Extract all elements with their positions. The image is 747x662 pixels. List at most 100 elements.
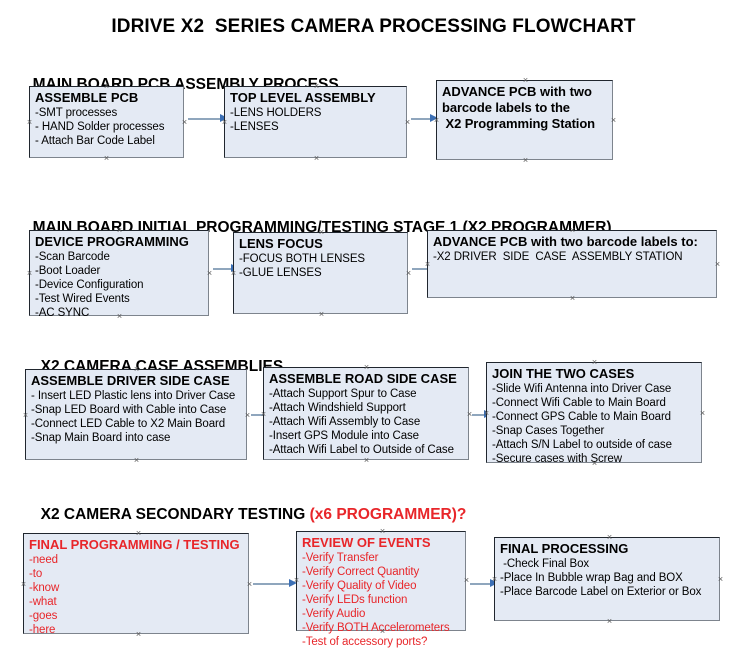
- box-title: FINAL PROCESSING: [500, 541, 629, 556]
- flow-box-device-programming[interactable]: DEVICE PROGRAMMING -Scan Barcode -Boot L…: [29, 230, 209, 319]
- box-title: ASSEMBLE PCB: [35, 90, 139, 105]
- flow-box-lens-focus[interactable]: LENS FOCUS -FOCUS BOTH LENSES -GLUE LENS…: [233, 232, 408, 314]
- connection-handle-right[interactable]: [609, 116, 618, 125]
- box-line: -Snap Cases Together: [492, 425, 605, 437]
- box-line: -AC SYNC: [35, 307, 90, 319]
- box-line: -Attach S/N Label to outside of case: [492, 439, 672, 451]
- connection-handle-bottom[interactable]: [115, 312, 124, 321]
- connection-handle-right[interactable]: [716, 575, 725, 584]
- flow-box-final-programming-testing[interactable]: FINAL PROGRAMMING / TESTING -need -to -k…: [23, 533, 249, 636]
- connection-handle-left[interactable]: [259, 410, 268, 419]
- section-heading-4: X2 CAMERA SECONDARY TESTING (x6 PROGRAMM…: [32, 488, 467, 524]
- connection-handle-top[interactable]: [521, 76, 530, 85]
- connection-handle-bottom[interactable]: [590, 459, 599, 468]
- box-line-overflow: -Test of accessory ports?: [302, 636, 428, 648]
- connection-handle-top[interactable]: [102, 82, 111, 91]
- connection-handle-bottom[interactable]: [102, 154, 111, 163]
- connection-handle-left[interactable]: [423, 260, 432, 269]
- connection-handle-top[interactable]: [132, 365, 141, 374]
- flow-box-final-processing[interactable]: FINAL PROCESSING -Check Final Box -Place…: [494, 537, 720, 621]
- connection-handle-bottom[interactable]: [605, 617, 614, 626]
- box-line: -Check Final Box: [500, 558, 590, 570]
- connection-handle-top[interactable]: [590, 358, 599, 367]
- connection-handle-left[interactable]: [482, 409, 491, 418]
- box-line: -Connect GPS Cable to Main Board: [492, 411, 671, 423]
- box-line: -know: [29, 582, 60, 594]
- box-line: -Verify BOTH Accelerometers: [302, 622, 450, 634]
- box-line: -Place In Bubble wrap Bag and BOX: [500, 572, 683, 584]
- box-line: -LENSES: [230, 121, 279, 133]
- connection-handle-bottom[interactable]: [521, 156, 530, 165]
- connector-arrow-4a: [253, 579, 297, 588]
- connection-handle-top[interactable]: [362, 363, 371, 372]
- box-line: -Verify Audio: [302, 608, 366, 620]
- connection-handle-top[interactable]: [317, 228, 326, 237]
- flow-box-advance-pcb-1[interactable]: ADVANCE PCB with two barcode labels to t…: [436, 80, 613, 160]
- page-title: IDRIVE X2 SERIES CAMERA PROCESSING FLOWC…: [111, 16, 636, 37]
- arrow-shaft: [470, 583, 491, 585]
- connection-handle-bottom[interactable]: [378, 627, 387, 636]
- connection-handle-top[interactable]: [568, 226, 577, 235]
- box-line: -LENS HOLDERS: [230, 107, 322, 119]
- box-line: -Verify Quality of Video: [302, 580, 417, 592]
- flow-box-assemble-road-side-case[interactable]: ASSEMBLE ROAD SIDE CASE -Attach Support …: [263, 367, 469, 460]
- arrow-shaft: [188, 118, 221, 120]
- box-line: -Verify Correct Quantity: [302, 566, 420, 578]
- connection-handle-top[interactable]: [312, 82, 321, 91]
- connection-handle-left[interactable]: [292, 576, 301, 585]
- connection-handle-top[interactable]: [134, 529, 143, 538]
- box-line: -Insert GPS Module into Case: [269, 430, 419, 442]
- box-title: ASSEMBLE ROAD SIDE CASE: [269, 371, 457, 386]
- connection-handle-top[interactable]: [378, 527, 387, 536]
- connection-handle-left[interactable]: [19, 580, 28, 589]
- connection-handle-left[interactable]: [21, 411, 30, 420]
- arrow-shaft: [251, 414, 264, 416]
- box-line: -need: [29, 554, 58, 566]
- box-line: - HAND Solder processes: [35, 121, 165, 133]
- box-line: X2 Programming Station: [442, 116, 596, 131]
- connection-handle-left[interactable]: [220, 118, 229, 127]
- flow-box-review-of-events[interactable]: REVIEW OF EVENTS -Verify Transfer -Verif…: [296, 531, 466, 648]
- arrow-shaft: [253, 583, 290, 585]
- box-title: ADVANCE PCB with two: [442, 84, 592, 99]
- connection-handle-bottom[interactable]: [134, 630, 143, 639]
- box-title: TOP LEVEL ASSEMBLY: [230, 90, 376, 105]
- box-line: -goes: [29, 610, 58, 622]
- connection-handle-right[interactable]: [713, 260, 722, 269]
- flow-box-top-level-assembly[interactable]: TOP LEVEL ASSEMBLY -LENS HOLDERS -LENSES: [224, 86, 407, 158]
- connection-handle-right[interactable]: [698, 409, 707, 418]
- box-title: REVIEW OF EVENTS: [302, 535, 431, 550]
- flow-box-advance-pcb-2[interactable]: ADVANCE PCB with two barcode labels to: …: [427, 230, 717, 298]
- box-line: -Attach Support Spur to Case: [269, 388, 417, 400]
- box-line: - Insert LED Plastic lens into Driver Ca…: [31, 390, 236, 402]
- connection-handle-bottom[interactable]: [132, 456, 141, 465]
- box-line: -to: [29, 568, 43, 580]
- box-line: -Scan Barcode: [35, 251, 110, 263]
- flow-box-assemble-driver-side-case[interactable]: ASSEMBLE DRIVER SIDE CASE - Insert LED P…: [25, 369, 247, 460]
- connection-handle-top[interactable]: [605, 533, 614, 542]
- connection-handle-bottom[interactable]: [312, 154, 321, 163]
- connection-handle-left[interactable]: [25, 269, 34, 278]
- connection-handle-left[interactable]: [490, 575, 499, 584]
- box-line: -Attach Wifi Label to Outside of Case: [269, 444, 454, 456]
- box-line: -Device Configuration: [35, 279, 144, 291]
- section-heading-4-text: X2 CAMERA SECONDARY TESTING: [40, 506, 310, 523]
- flow-box-assemble-pcb[interactable]: ASSEMBLE PCB -SMT processes - HAND Solde…: [29, 86, 184, 158]
- box-title: DEVICE PROGRAMMING: [35, 234, 189, 249]
- connection-handle-left[interactable]: [229, 269, 238, 278]
- box-line: -Test Wired Events: [35, 293, 130, 305]
- box-line: -Verify Transfer: [302, 552, 379, 564]
- arrow-shaft: [412, 268, 431, 270]
- connection-handle-left[interactable]: [25, 118, 34, 127]
- box-line: -FOCUS BOTH LENSES: [239, 253, 365, 265]
- connection-handle-top[interactable]: [115, 226, 124, 235]
- box-line: -X2 DRIVER SIDE CASE ASSEMBLY STATION: [433, 251, 683, 263]
- flow-box-join-the-two-cases[interactable]: JOIN THE TWO CASES -Slide Wifi Antenna i…: [486, 362, 702, 465]
- box-line: -Boot Loader: [35, 265, 101, 277]
- connection-handle-left[interactable]: [432, 116, 441, 125]
- arrow-shaft: [213, 268, 232, 270]
- box-line: - Attach Bar Code Label: [35, 135, 155, 147]
- connection-handle-bottom[interactable]: [317, 310, 326, 319]
- connection-handle-bottom[interactable]: [568, 294, 577, 303]
- connection-handle-bottom[interactable]: [362, 456, 371, 465]
